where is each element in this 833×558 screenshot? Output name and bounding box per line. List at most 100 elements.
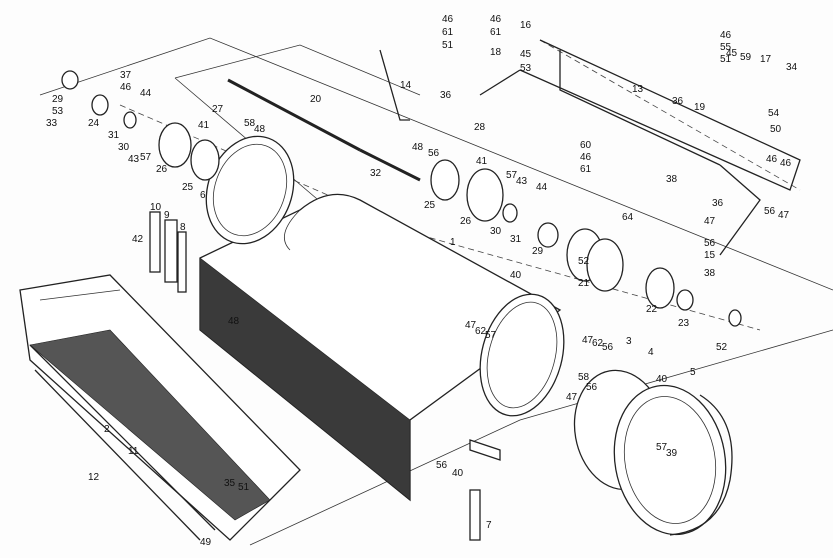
part-label-11: 11 — [128, 446, 139, 457]
part-label-60: 60 — [580, 140, 592, 151]
part-label-53: 53 — [52, 106, 64, 117]
part-label-13: 13 — [632, 84, 644, 95]
part-label-28: 28 — [474, 122, 486, 133]
part-label-49: 49 — [200, 537, 212, 548]
shaft — [227, 78, 421, 182]
part-label-21: 21 — [578, 278, 590, 289]
part-label-59: 59 — [740, 52, 752, 63]
part-label-52: 52 — [716, 342, 728, 353]
part-label-52: 52 — [578, 256, 590, 267]
small-brackets — [149, 211, 501, 541]
part-label-45: 45 — [520, 49, 532, 60]
part-label-50: 50 — [770, 124, 782, 135]
main-housing — [199, 193, 565, 502]
part-label-48: 48 — [412, 142, 424, 153]
part-label-29: 29 — [532, 246, 544, 257]
part-label-64: 64 — [622, 212, 634, 223]
part-label-57: 57 — [506, 170, 518, 181]
part-label-46: 46 — [580, 152, 592, 163]
part-label-24: 24 — [88, 118, 100, 129]
part-label-51: 51 — [442, 40, 454, 51]
part-label-40: 40 — [656, 374, 668, 385]
part-label-42: 42 — [132, 234, 144, 245]
top-frame — [379, 39, 801, 256]
part-label-12: 12 — [88, 472, 100, 483]
part-label-46: 46 — [720, 30, 732, 41]
pulleys-right — [430, 159, 742, 327]
part-label-10: 10 — [150, 202, 162, 213]
part-label-38: 38 — [704, 268, 716, 279]
part-label-56: 56 — [764, 206, 776, 217]
part-label-62: 62 — [592, 338, 604, 349]
part-label-51: 51 — [720, 54, 732, 65]
part-label-40: 40 — [510, 270, 522, 281]
part-label-31: 31 — [108, 130, 120, 141]
part-label-47: 47 — [465, 320, 477, 331]
part-label-47: 47 — [778, 210, 790, 221]
part-label-47: 47 — [704, 216, 716, 227]
part-label-46: 46 — [780, 158, 792, 169]
part-label-36: 36 — [672, 96, 684, 107]
part-label-34: 34 — [786, 62, 798, 73]
part-label-18: 18 — [490, 47, 502, 58]
part-label-46: 46 — [766, 154, 778, 165]
part-label-41: 41 — [198, 120, 210, 131]
part-label-57: 57 — [140, 152, 152, 163]
part-label-48: 48 — [228, 316, 240, 327]
part-label-56: 56 — [602, 342, 614, 353]
part-label-45: 45 — [726, 48, 738, 59]
part-label-30: 30 — [490, 226, 502, 237]
part-label-61: 61 — [442, 27, 454, 38]
part-label-4: 4 — [648, 347, 654, 358]
pulleys-left — [61, 70, 220, 181]
part-label-44: 44 — [536, 182, 548, 193]
part-label-47: 47 — [566, 392, 578, 403]
part-label-48: 48 — [254, 124, 266, 135]
part-label-46: 46 — [442, 14, 454, 25]
part-label-58: 58 — [578, 372, 590, 383]
part-label-47: 47 — [582, 335, 594, 346]
part-label-56: 56 — [428, 148, 440, 159]
part-label-61: 61 — [580, 164, 592, 175]
part-label-26: 26 — [156, 164, 168, 175]
part-label-19: 19 — [694, 102, 706, 113]
part-label-56: 56 — [704, 238, 716, 249]
part-label-57: 57 — [485, 330, 497, 341]
part-label-61: 61 — [490, 27, 502, 38]
part-label-27: 27 — [212, 104, 224, 115]
part-label-58: 58 — [244, 118, 256, 129]
part-label-15: 15 — [704, 250, 716, 261]
part-label-29: 29 — [52, 94, 64, 105]
part-label-56: 56 — [586, 382, 598, 393]
part-label-32: 32 — [370, 168, 382, 179]
part-label-35: 35 — [224, 478, 236, 489]
part-label-22: 22 — [646, 304, 658, 315]
part-label-43: 43 — [516, 176, 528, 187]
part-label-31: 31 — [510, 234, 522, 245]
part-label-40: 40 — [452, 468, 464, 479]
part-label-26: 26 — [460, 216, 472, 227]
part-label-3: 3 — [626, 336, 632, 347]
end-parts — [573, 369, 733, 536]
part-label-8: 8 — [180, 222, 186, 233]
part-label-30: 30 — [118, 142, 130, 153]
part-label-36: 36 — [440, 90, 452, 101]
part-label-6: 6 — [200, 190, 206, 201]
part-label-16: 16 — [520, 20, 532, 31]
part-label-41: 41 — [476, 156, 488, 167]
part-label-1: 1 — [450, 237, 456, 248]
part-label-23: 23 — [678, 318, 690, 329]
part-label-25: 25 — [182, 182, 194, 193]
part-label-20: 20 — [310, 94, 322, 105]
part-label-51: 51 — [238, 482, 250, 493]
part-label-56: 56 — [436, 460, 448, 471]
part-label-46: 46 — [120, 82, 132, 93]
part-label-44: 44 — [140, 88, 152, 99]
part-label-14: 14 — [400, 80, 412, 91]
part-label-53: 53 — [520, 63, 532, 74]
part-label-2: 2 — [104, 424, 110, 435]
part-label-38: 38 — [666, 174, 678, 185]
